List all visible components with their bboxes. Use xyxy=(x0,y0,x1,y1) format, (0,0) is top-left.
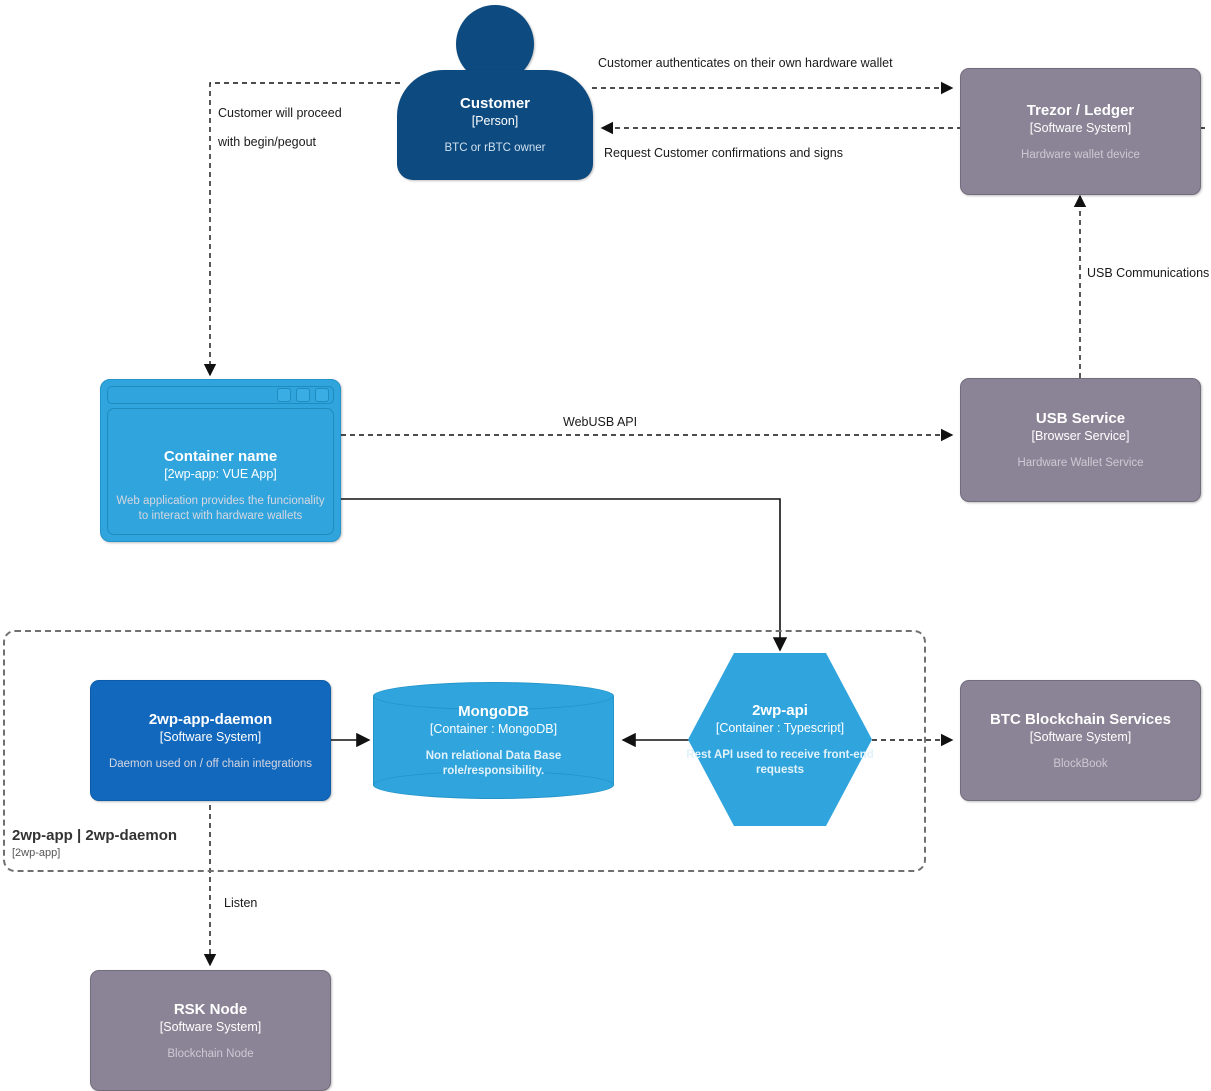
usb-service-tech: [Browser Service] xyxy=(1031,429,1130,443)
btc-tech: [Software System] xyxy=(1029,729,1132,744)
daemon-tech: [Software System] xyxy=(159,729,262,744)
rsk-tech: [Software System] xyxy=(159,1019,262,1034)
node-vue-app[interactable]: Container name [2wp-app: VUE App] Web ap… xyxy=(100,379,341,542)
trezor-tech: [Software System] xyxy=(1029,120,1132,135)
node-2wp-app-daemon[interactable]: 2wp-app-daemon [Software System] Daemon … xyxy=(90,680,331,801)
rsk-desc: Blockchain Node xyxy=(167,1047,254,1060)
edge-customer-vue xyxy=(203,82,400,377)
rsk-title: RSK Node xyxy=(173,1000,248,1018)
mongodb-desc: Non relational Data Base role/responsibi… xyxy=(425,750,562,777)
browser-dot-close-icon[interactable] xyxy=(315,388,329,402)
customer-title: Customer xyxy=(459,95,530,112)
usb-service-desc: Hardware Wallet Service xyxy=(1017,457,1144,469)
vue-app-title: Container name xyxy=(163,448,278,465)
edge-vue-api xyxy=(341,498,788,652)
btc-title: BTC Blockchain Services xyxy=(990,710,1171,728)
daemon-desc: Daemon used on / off chain integrations xyxy=(108,757,313,770)
node-usb-service[interactable]: USB Service [Browser Service] Hardware W… xyxy=(960,378,1201,502)
edge-label-webusb-api: WebUSB API xyxy=(563,415,638,429)
api-label-group: 2wp-api [Container : Typescript] Rest AP… xyxy=(686,653,874,826)
node-customer[interactable]: Customer [Person] BTC or rBTC owner xyxy=(397,70,593,180)
node-trezor-ledger[interactable]: Trezor / Ledger [Software System] Hardwa… xyxy=(960,68,1201,195)
customer-desc: BTC or rBTC owner xyxy=(444,142,546,154)
usb-service-title: USB Service xyxy=(1035,410,1126,427)
browser-dot-minimize-icon[interactable] xyxy=(277,388,291,402)
api-tech: [Container : Typescript] xyxy=(715,721,845,735)
edge-label-trezor-customer: Request Customer confirmations and signs xyxy=(604,146,844,160)
boundary-label: 2wp-app | 2wp-daemon [2wp-app] xyxy=(12,826,312,861)
mongodb-tech: [Container : MongoDB] xyxy=(429,722,558,736)
node-rsk-node[interactable]: RSK Node [Software System] Blockchain No… xyxy=(90,970,331,1091)
vue-app-desc: Web application provides the funcionalit… xyxy=(116,495,325,522)
edge-label-customer-vue-2: with begin/pegout xyxy=(218,135,316,149)
edge-label-customer-vue-1: Customer will proceed xyxy=(218,106,342,120)
btc-desc: BlockBook xyxy=(1053,757,1108,770)
browser-title-bar xyxy=(107,386,334,404)
node-mongodb[interactable]: MongoDB [Container : MongoDB] Non relati… xyxy=(373,682,614,799)
node-btc-blockchain-services[interactable]: BTC Blockchain Services [Software System… xyxy=(960,680,1201,801)
customer-tech: [Person] xyxy=(471,114,519,128)
edge-label-customer-trezor: Customer authenticates on their own hard… xyxy=(598,56,893,70)
api-title: 2wp-api xyxy=(752,702,808,719)
trezor-desc: Hardware wallet device xyxy=(1021,148,1140,161)
browser-dot-maximize-icon[interactable] xyxy=(296,388,310,402)
mongodb-cylinder-top xyxy=(373,682,614,710)
edge-label-listen: Listen xyxy=(224,896,258,910)
vue-app-tech: [2wp-app: VUE App] xyxy=(164,467,277,481)
boundary-label-tech: [2wp-app] xyxy=(12,847,61,859)
boundary-label-name: 2wp-app | 2wp-daemon xyxy=(12,827,178,844)
node-2wp-api[interactable]: 2wp-api [Container : Typescript] Rest AP… xyxy=(686,653,874,826)
api-desc: Rest API used to receive front-end reque… xyxy=(686,749,874,776)
mongodb-title: MongoDB xyxy=(458,703,529,720)
edge-label-usb-communications: USB Communications xyxy=(1087,266,1210,280)
browser-content: Container name [2wp-app: VUE App] Web ap… xyxy=(107,408,334,535)
trezor-title: Trezor / Ledger xyxy=(1026,101,1135,119)
daemon-title: 2wp-app-daemon xyxy=(148,710,273,728)
boundary-2wp-app xyxy=(3,630,926,872)
mongodb-cylinder-bottom xyxy=(373,771,614,799)
mongodb-label-group: MongoDB [Container : MongoDB] Non relati… xyxy=(373,682,614,799)
api-hexagon-shape xyxy=(688,653,872,826)
